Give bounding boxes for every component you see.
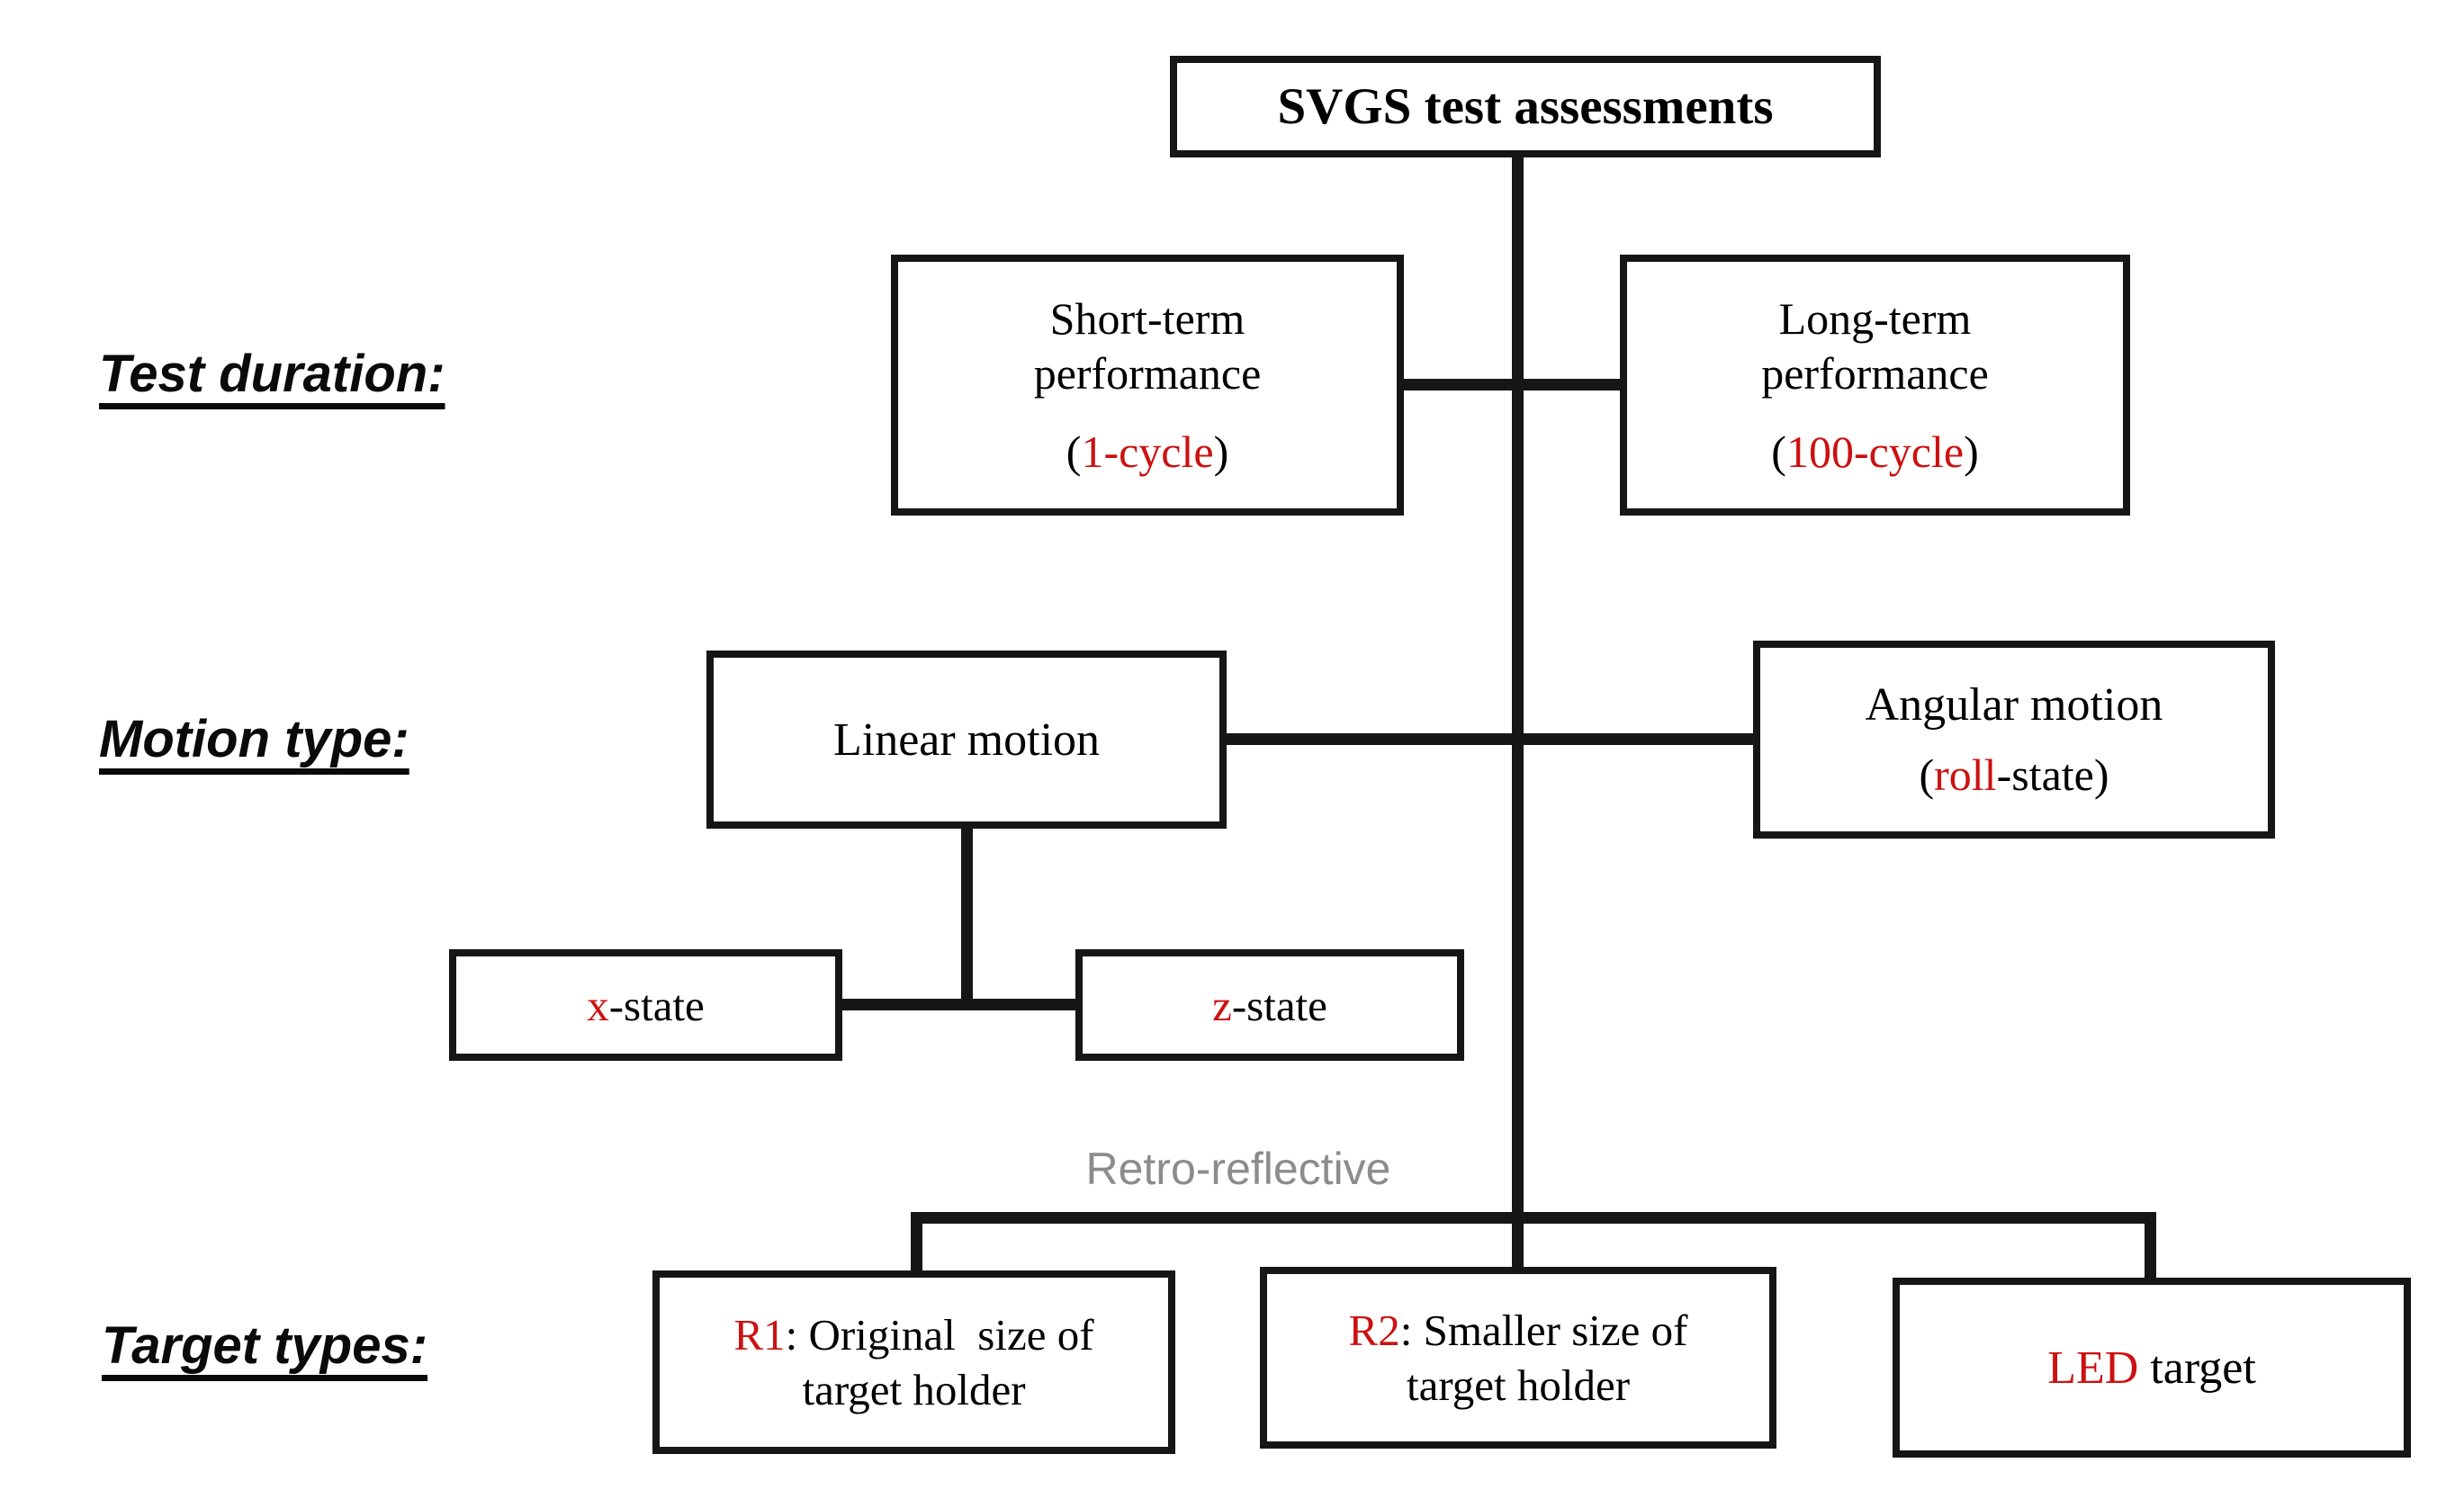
z-state-box: z-state: [1075, 949, 1464, 1061]
long-term-box: Long-term performance (100-cycle): [1620, 255, 2130, 516]
test-duration-row-label: Test duration:: [99, 345, 445, 403]
long-term-cycle-note: (100-cycle): [1771, 425, 1978, 480]
led-target-box: LED target: [1893, 1278, 2411, 1458]
retro-reflective-annotation: Retro-reflective: [1085, 1144, 1391, 1194]
long-term-line1: Long-term: [1778, 292, 1972, 344]
angular-state-suffix: -state): [1996, 749, 2109, 801]
motion-row-connector-line: [1224, 733, 1757, 745]
r1-drop-connector-line: [911, 1212, 922, 1273]
duration-row-connector-line: [1399, 379, 1624, 390]
z-state-suffix: -state: [1231, 980, 1327, 1030]
r1-red-text: R1: [733, 1309, 786, 1360]
r1-rest-text: : Original size of: [785, 1309, 1094, 1360]
xz-connector-line: [840, 999, 1079, 1010]
short-term-line2: performance: [1033, 347, 1262, 399]
x-state-red-text: x: [587, 980, 609, 1030]
led-red-text: LED: [2047, 1342, 2139, 1394]
motion-type-row-label: Motion type:: [99, 710, 409, 768]
angular-motion-state-note: (roll-state): [1919, 748, 2109, 802]
targets-row-connector-line: [911, 1212, 2156, 1224]
short-term-line1: Short-term: [1049, 292, 1245, 344]
angular-motion-line1: Angular motion: [1865, 678, 2163, 731]
short-term-cycle-red-text: 1-cycle: [1081, 426, 1214, 477]
angular-roll-red-text: roll: [1934, 749, 1997, 801]
r2-line1: R2: Smaller size of: [1349, 1303, 1688, 1358]
short-term-paren-close: ): [1213, 426, 1229, 477]
short-term-cycle-note: (1-cycle): [1066, 425, 1228, 480]
led-target-label: LED target: [2047, 1339, 2256, 1397]
led-drop-connector-line: [2145, 1212, 2156, 1280]
x-state-label: x-state: [587, 980, 705, 1031]
angular-motion-box: Angular motion (roll-state): [1753, 641, 2275, 839]
r1-target-box: R1: Original size of target holder: [652, 1270, 1175, 1454]
linear-motion-box: Linear motion: [706, 651, 1227, 829]
r2-rest-text: : Smaller size of: [1399, 1305, 1688, 1355]
linear-drop-connector-line: [961, 826, 973, 1004]
r2-line2: target holder: [1406, 1360, 1631, 1410]
trunk-connector-line: [1512, 156, 1524, 1269]
x-state-box: x-state: [449, 949, 842, 1061]
led-rest-text: target: [2138, 1342, 2256, 1394]
root-box-label: SVGS test assessments: [1277, 78, 1774, 135]
angular-paren-open: (: [1919, 749, 1935, 801]
short-term-box: Short-term performance (1-cycle): [891, 255, 1404, 516]
r2-red-text: R2: [1348, 1305, 1400, 1355]
r2-target-box: R2: Smaller size of target holder: [1260, 1267, 1776, 1449]
target-types-row-label: Target types:: [102, 1316, 428, 1375]
root-box: SVGS test assessments: [1170, 56, 1881, 157]
r1-line2: target holder: [802, 1365, 1026, 1414]
long-term-paren-close: ): [1964, 426, 1979, 477]
z-state-label: z-state: [1212, 980, 1327, 1031]
long-term-line2: performance: [1761, 347, 1989, 399]
short-term-paren-open: (: [1066, 426, 1082, 477]
x-state-suffix: -state: [608, 980, 705, 1030]
r1-line1: R1: Original size of: [733, 1307, 1093, 1362]
long-term-cycle-red-text: 100-cycle: [1785, 426, 1965, 477]
linear-motion-label: Linear motion: [832, 714, 1101, 766]
z-state-red-text: z: [1212, 980, 1232, 1030]
long-term-paren-open: (: [1771, 426, 1786, 477]
